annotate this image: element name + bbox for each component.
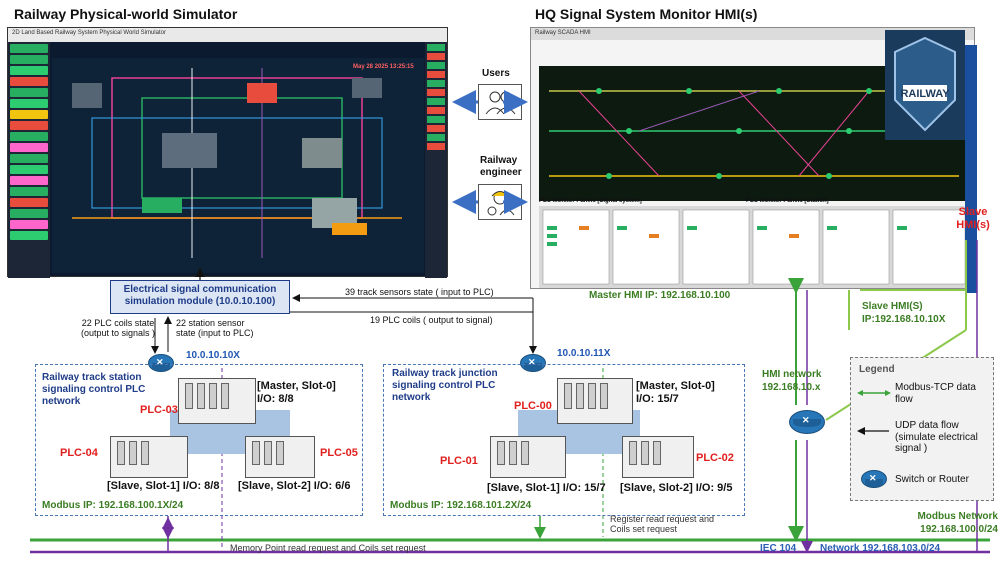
hmi-title: HQ Signal System Monitor HMI(s) bbox=[535, 6, 758, 22]
hmi-panels-svg bbox=[542, 209, 966, 285]
sidebar-status-item bbox=[10, 55, 48, 64]
legend-router-icon: ✕ bbox=[861, 470, 887, 488]
junction-master-label: [Master, Slot-0] I/O: 15/7 bbox=[636, 380, 715, 405]
junction-slave1-label: [Slave, Slot-1] I/O: 15/7 bbox=[487, 482, 606, 494]
plc-03-master bbox=[178, 378, 256, 424]
simulator-sidebar bbox=[8, 42, 50, 278]
legend: Legend Modbus-TCP data flow UDP data flo… bbox=[850, 357, 994, 501]
router-station: ✕ bbox=[148, 354, 174, 372]
logo-svg: RAILWAY bbox=[885, 30, 965, 140]
simulator-title: Railway Physical-world Simulator bbox=[14, 6, 238, 22]
hmi-window-title: Railway SCADA HMI bbox=[535, 30, 591, 36]
junction-plc-network-group bbox=[383, 364, 745, 516]
label-19-coils: 19 PLC coils ( output to signal) bbox=[370, 315, 493, 325]
legend-title: Legend bbox=[859, 364, 895, 375]
plc-01-slave bbox=[490, 436, 566, 478]
engineer-label: Railway engineer bbox=[480, 155, 522, 178]
simulator-screenshot: 2D Land Based Railway System Physical Wo… bbox=[7, 27, 448, 278]
plc-05-label: PLC-05 bbox=[320, 447, 358, 459]
plc-04-label: PLC-04 bbox=[60, 447, 98, 459]
router-junction: ✕ bbox=[520, 354, 546, 372]
hmi-panel-header-left: PLC Monitor Panels [Signal system] bbox=[539, 198, 642, 204]
electrical-simulation-module: Electrical signal communication simulati… bbox=[110, 280, 290, 314]
users-label: Users bbox=[482, 68, 510, 79]
slave-hmi-label: Slave HMI(s) bbox=[956, 206, 990, 232]
iec104-label: IEC 104 bbox=[760, 543, 797, 554]
station-modbus-ip: Modbus IP: 192.168.100.1X/24 bbox=[42, 500, 184, 511]
plc-00-master bbox=[557, 378, 633, 424]
logo-text: RAILWAY bbox=[900, 88, 950, 100]
sidebar-status-item bbox=[10, 198, 48, 207]
sidebar-status-item bbox=[10, 143, 48, 152]
sidebar-status-item bbox=[10, 121, 48, 130]
plc-03-label: PLC-03 bbox=[140, 404, 178, 416]
legend-switch: Switch or Router bbox=[895, 474, 969, 485]
railway-logo: RAILWAY bbox=[885, 30, 965, 140]
sidebar-status-item bbox=[10, 88, 48, 97]
label-22-coils: 22 PLC coils state (output to signals ) bbox=[80, 318, 156, 339]
label-39-sensors: 39 track sensors state ( input to PLC) bbox=[345, 287, 494, 297]
station-slave1-label: [Slave, Slot-1] I/O: 8/8 bbox=[107, 480, 220, 492]
hmi-panel-header-right: PLC Monitor Panels [Station] bbox=[746, 198, 829, 204]
legend-modbus-arrow bbox=[857, 390, 891, 396]
simulator-right-panel bbox=[425, 42, 447, 278]
plc-00-label: PLC-00 bbox=[514, 400, 552, 412]
station-plc-network-group bbox=[35, 364, 363, 516]
router-station-ip: 10.0.10.10X bbox=[186, 350, 240, 361]
network-103-label: Network 192.168.103.0/24 bbox=[820, 543, 941, 554]
legend-udp: UDP data flow (simulate electrical signa… bbox=[895, 420, 978, 454]
hmi-plc-panels bbox=[539, 206, 969, 288]
sidebar-status-item bbox=[10, 187, 48, 196]
junction-slave2-label: [Slave, Slot-2] I/O: 9/5 bbox=[620, 482, 733, 494]
simulator-track-map bbox=[52, 58, 424, 273]
sidebar-status-item bbox=[10, 231, 48, 240]
junction-group-title: Railway track junction signaling control… bbox=[392, 368, 498, 403]
sidebar-status-item bbox=[10, 154, 48, 163]
sidebar-status-item bbox=[10, 66, 48, 75]
sidebar-status-item bbox=[10, 44, 48, 53]
simulator-datetime: May 28 2025 13:25:15 bbox=[353, 64, 414, 70]
slave-hmi-ip: Slave HMI(S) IP:192.168.10.10X bbox=[862, 301, 946, 325]
router-hmi: ✕ bbox=[789, 410, 825, 434]
hmi-window-titlebar: Railway SCADA HMI bbox=[531, 28, 974, 40]
master-hmi-ip: Master HMI IP: 192.168.10.100 bbox=[589, 290, 731, 301]
station-slave2-label: [Slave, Slot-2] I/O: 6/6 bbox=[238, 480, 351, 492]
plc-04-slave bbox=[110, 436, 188, 478]
router-junction-ip: 10.0.10.11X bbox=[557, 348, 611, 359]
memory-point-label: Memory Point read request and Coils set … bbox=[230, 543, 426, 553]
station-master-label: [Master, Slot-0] I/O: 8/8 bbox=[257, 380, 336, 405]
legend-modbus: Modbus-TCP data flow bbox=[895, 382, 976, 405]
plc-01-label: PLC-01 bbox=[440, 455, 478, 467]
simulator-window-title: 2D Land Based Railway System Physical Wo… bbox=[12, 30, 166, 36]
sidebar-status-item bbox=[10, 132, 48, 141]
label-22-sensors: 22 station sensor state (input to PLC) bbox=[176, 318, 254, 339]
sidebar-status-item bbox=[10, 165, 48, 174]
sidebar-status-item bbox=[10, 77, 48, 86]
plc-02-slave bbox=[622, 436, 694, 478]
plc-02-label: PLC-02 bbox=[696, 452, 734, 464]
simulator-window-titlebar: 2D Land Based Railway System Physical Wo… bbox=[8, 28, 447, 42]
modbus-network-label: Modbus Network 192.168.100.0/24 bbox=[917, 511, 998, 535]
slave-hmi-stack bbox=[965, 45, 977, 293]
sidebar-status-item bbox=[10, 110, 48, 119]
sidebar-status-item bbox=[10, 220, 48, 229]
register-request-label: Register read request and Coils set requ… bbox=[610, 514, 715, 535]
sidebar-status-item bbox=[10, 176, 48, 185]
junction-modbus-ip: Modbus IP: 192.168.101.2X/24 bbox=[390, 500, 532, 511]
electrical-module-label: Electrical signal communication simulati… bbox=[123, 284, 277, 307]
hmi-network-label: HMI network 192.168.10.x bbox=[762, 369, 822, 393]
plc-05-slave bbox=[245, 436, 315, 478]
sidebar-status-item bbox=[10, 209, 48, 218]
track-map-svg bbox=[72, 68, 402, 258]
sidebar-status-item bbox=[10, 99, 48, 108]
station-group-title: Railway track station signaling control … bbox=[42, 372, 146, 407]
legend-udp-arrow bbox=[857, 427, 889, 435]
